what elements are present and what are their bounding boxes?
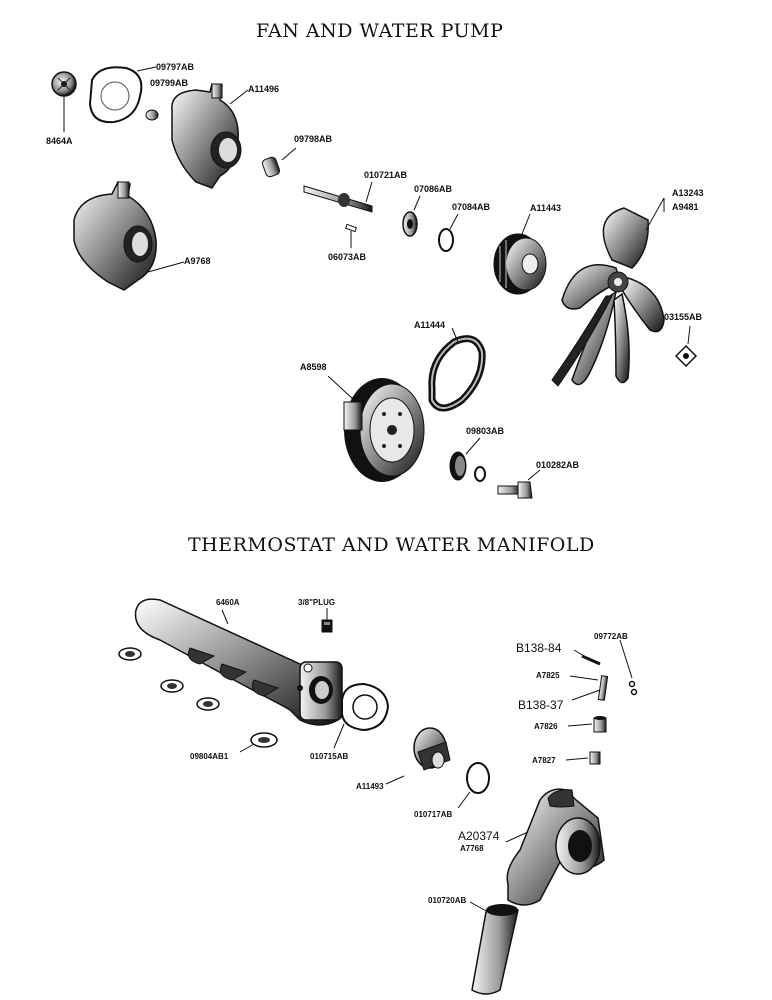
part-label-010282AB: 010282AB xyxy=(536,460,580,470)
bolt-010282AB xyxy=(497,481,533,499)
part-label-A7827: A7827 xyxy=(532,756,556,765)
part-label-09798AB: 09798AB xyxy=(294,134,333,144)
key-06073AB xyxy=(344,223,358,233)
leader-A13243 xyxy=(645,197,665,231)
leader-A7825 xyxy=(569,675,599,681)
part-label-A20374: A20374 xyxy=(458,829,500,843)
gasket-ring-010717AB xyxy=(466,762,490,794)
part-label-A13243: A13243 xyxy=(672,188,704,198)
lockwasher-03155AB xyxy=(674,344,698,368)
part-label-09797AB: 09797AB xyxy=(156,62,195,72)
washer-09803AB xyxy=(449,451,467,481)
leader-B138-84 xyxy=(573,649,585,657)
gasket-010715AB xyxy=(341,682,390,732)
leader-010721AB xyxy=(365,181,373,203)
leader-09804AB1 xyxy=(239,743,255,753)
part-label-A9481: A9481 xyxy=(672,202,699,212)
part-label-A11496: A11496 xyxy=(248,84,280,94)
part-label-A7826: A7826 xyxy=(534,722,558,731)
part-label-A9768: A9768 xyxy=(184,256,211,266)
part-label-09772AB: 09772AB xyxy=(594,632,628,641)
leader-09772AB xyxy=(619,639,633,679)
part-label-010717AB: 010717AB xyxy=(414,810,453,819)
leader-07084AB xyxy=(449,213,459,230)
leader-010715AB xyxy=(333,723,345,749)
pin-A7825 xyxy=(597,675,609,701)
part-label-B138-37: B138-37 xyxy=(518,698,564,712)
leader-09797AB xyxy=(136,66,157,72)
pipe-plug xyxy=(321,619,333,633)
part-label-07084AB: 07084AB xyxy=(452,202,491,212)
pump-body-A11496 xyxy=(171,83,242,189)
leader-A11496 xyxy=(229,89,249,105)
part-label-A11444: A11444 xyxy=(414,320,446,330)
section-title-thermostat-manifold: THERMOSTAT AND WATER MANIFOLD xyxy=(188,534,595,556)
part-label-03155AB: 03155AB xyxy=(664,312,703,322)
part-label-A7825: A7825 xyxy=(536,671,560,680)
fan-hub-A11443 xyxy=(493,233,547,295)
part-label-09803AB: 09803AB xyxy=(466,426,505,436)
part-label-6460A: 6460A xyxy=(216,598,240,607)
leader-A11493 xyxy=(385,775,405,785)
leader-A7826 xyxy=(567,723,593,727)
leader-07086AB xyxy=(413,195,421,211)
section-title-fan-water-pump: FAN AND WATER PUMP xyxy=(256,20,504,42)
gaskets-09804AB1 xyxy=(118,647,278,748)
fitting-A7826 xyxy=(593,716,607,733)
bushing-09798AB xyxy=(261,156,281,178)
part-label-A11443: A11443 xyxy=(530,203,562,213)
part-label-plug: 3/8"PLUG xyxy=(298,598,336,607)
leader-A20374 xyxy=(505,831,529,843)
leader-6460A xyxy=(221,609,229,625)
part-label-010720AB: 010720AB xyxy=(428,896,467,905)
part-label-A8598: A8598 xyxy=(300,362,327,372)
gasket-09797AB xyxy=(88,66,143,124)
leader-A11443 xyxy=(521,213,531,235)
part-label-A11493: A11493 xyxy=(356,782,384,791)
part-label-07086AB: 07086AB xyxy=(414,184,453,194)
seal-09799AB xyxy=(145,109,159,121)
fitting-A7827 xyxy=(589,751,601,765)
leader-A11444 xyxy=(451,327,459,343)
leader-010720AB xyxy=(469,901,489,913)
belt-A11444 xyxy=(428,335,486,412)
rod-B138-84 xyxy=(581,654,601,666)
part-label-B138-84: B138-84 xyxy=(516,641,562,655)
leader-A9768 xyxy=(147,261,185,273)
thermostat-A11493 xyxy=(413,727,451,771)
leader-03155AB xyxy=(687,325,691,345)
leader-010717AB xyxy=(457,791,471,809)
part-label-09804AB1: 09804AB1 xyxy=(190,752,229,761)
part-label-A7768: A7768 xyxy=(460,844,484,853)
outlet-elbow-A20374 xyxy=(506,788,605,906)
leader-B138-37 xyxy=(571,689,601,701)
part-label-010715AB: 010715AB xyxy=(310,752,349,761)
pump-body-A9768 xyxy=(73,181,157,291)
fan-A13243 xyxy=(551,207,665,387)
part-label-06073AB: 06073AB xyxy=(328,252,367,262)
part-label-8464A: 8464A xyxy=(46,136,73,146)
impeller-8464A xyxy=(51,71,77,97)
small-parts-09772AB xyxy=(628,680,638,696)
bearing-07086AB xyxy=(402,211,418,237)
water-manifold-6460A xyxy=(134,598,343,726)
part-label-09799AB: 09799AB xyxy=(150,78,189,88)
leader-A8598 xyxy=(327,375,355,401)
hose-010720AB xyxy=(471,904,519,995)
leader-09803AB xyxy=(465,437,481,455)
leader-09798AB xyxy=(281,147,297,161)
shaft-010721AB xyxy=(303,185,373,213)
lockwasher xyxy=(474,466,486,482)
pulley-A8598 xyxy=(343,378,425,482)
leader-010282AB xyxy=(527,469,541,481)
part-label-010721AB: 010721AB xyxy=(364,170,408,180)
snap-ring-07084AB xyxy=(438,228,454,252)
leader-A7827 xyxy=(565,757,589,761)
